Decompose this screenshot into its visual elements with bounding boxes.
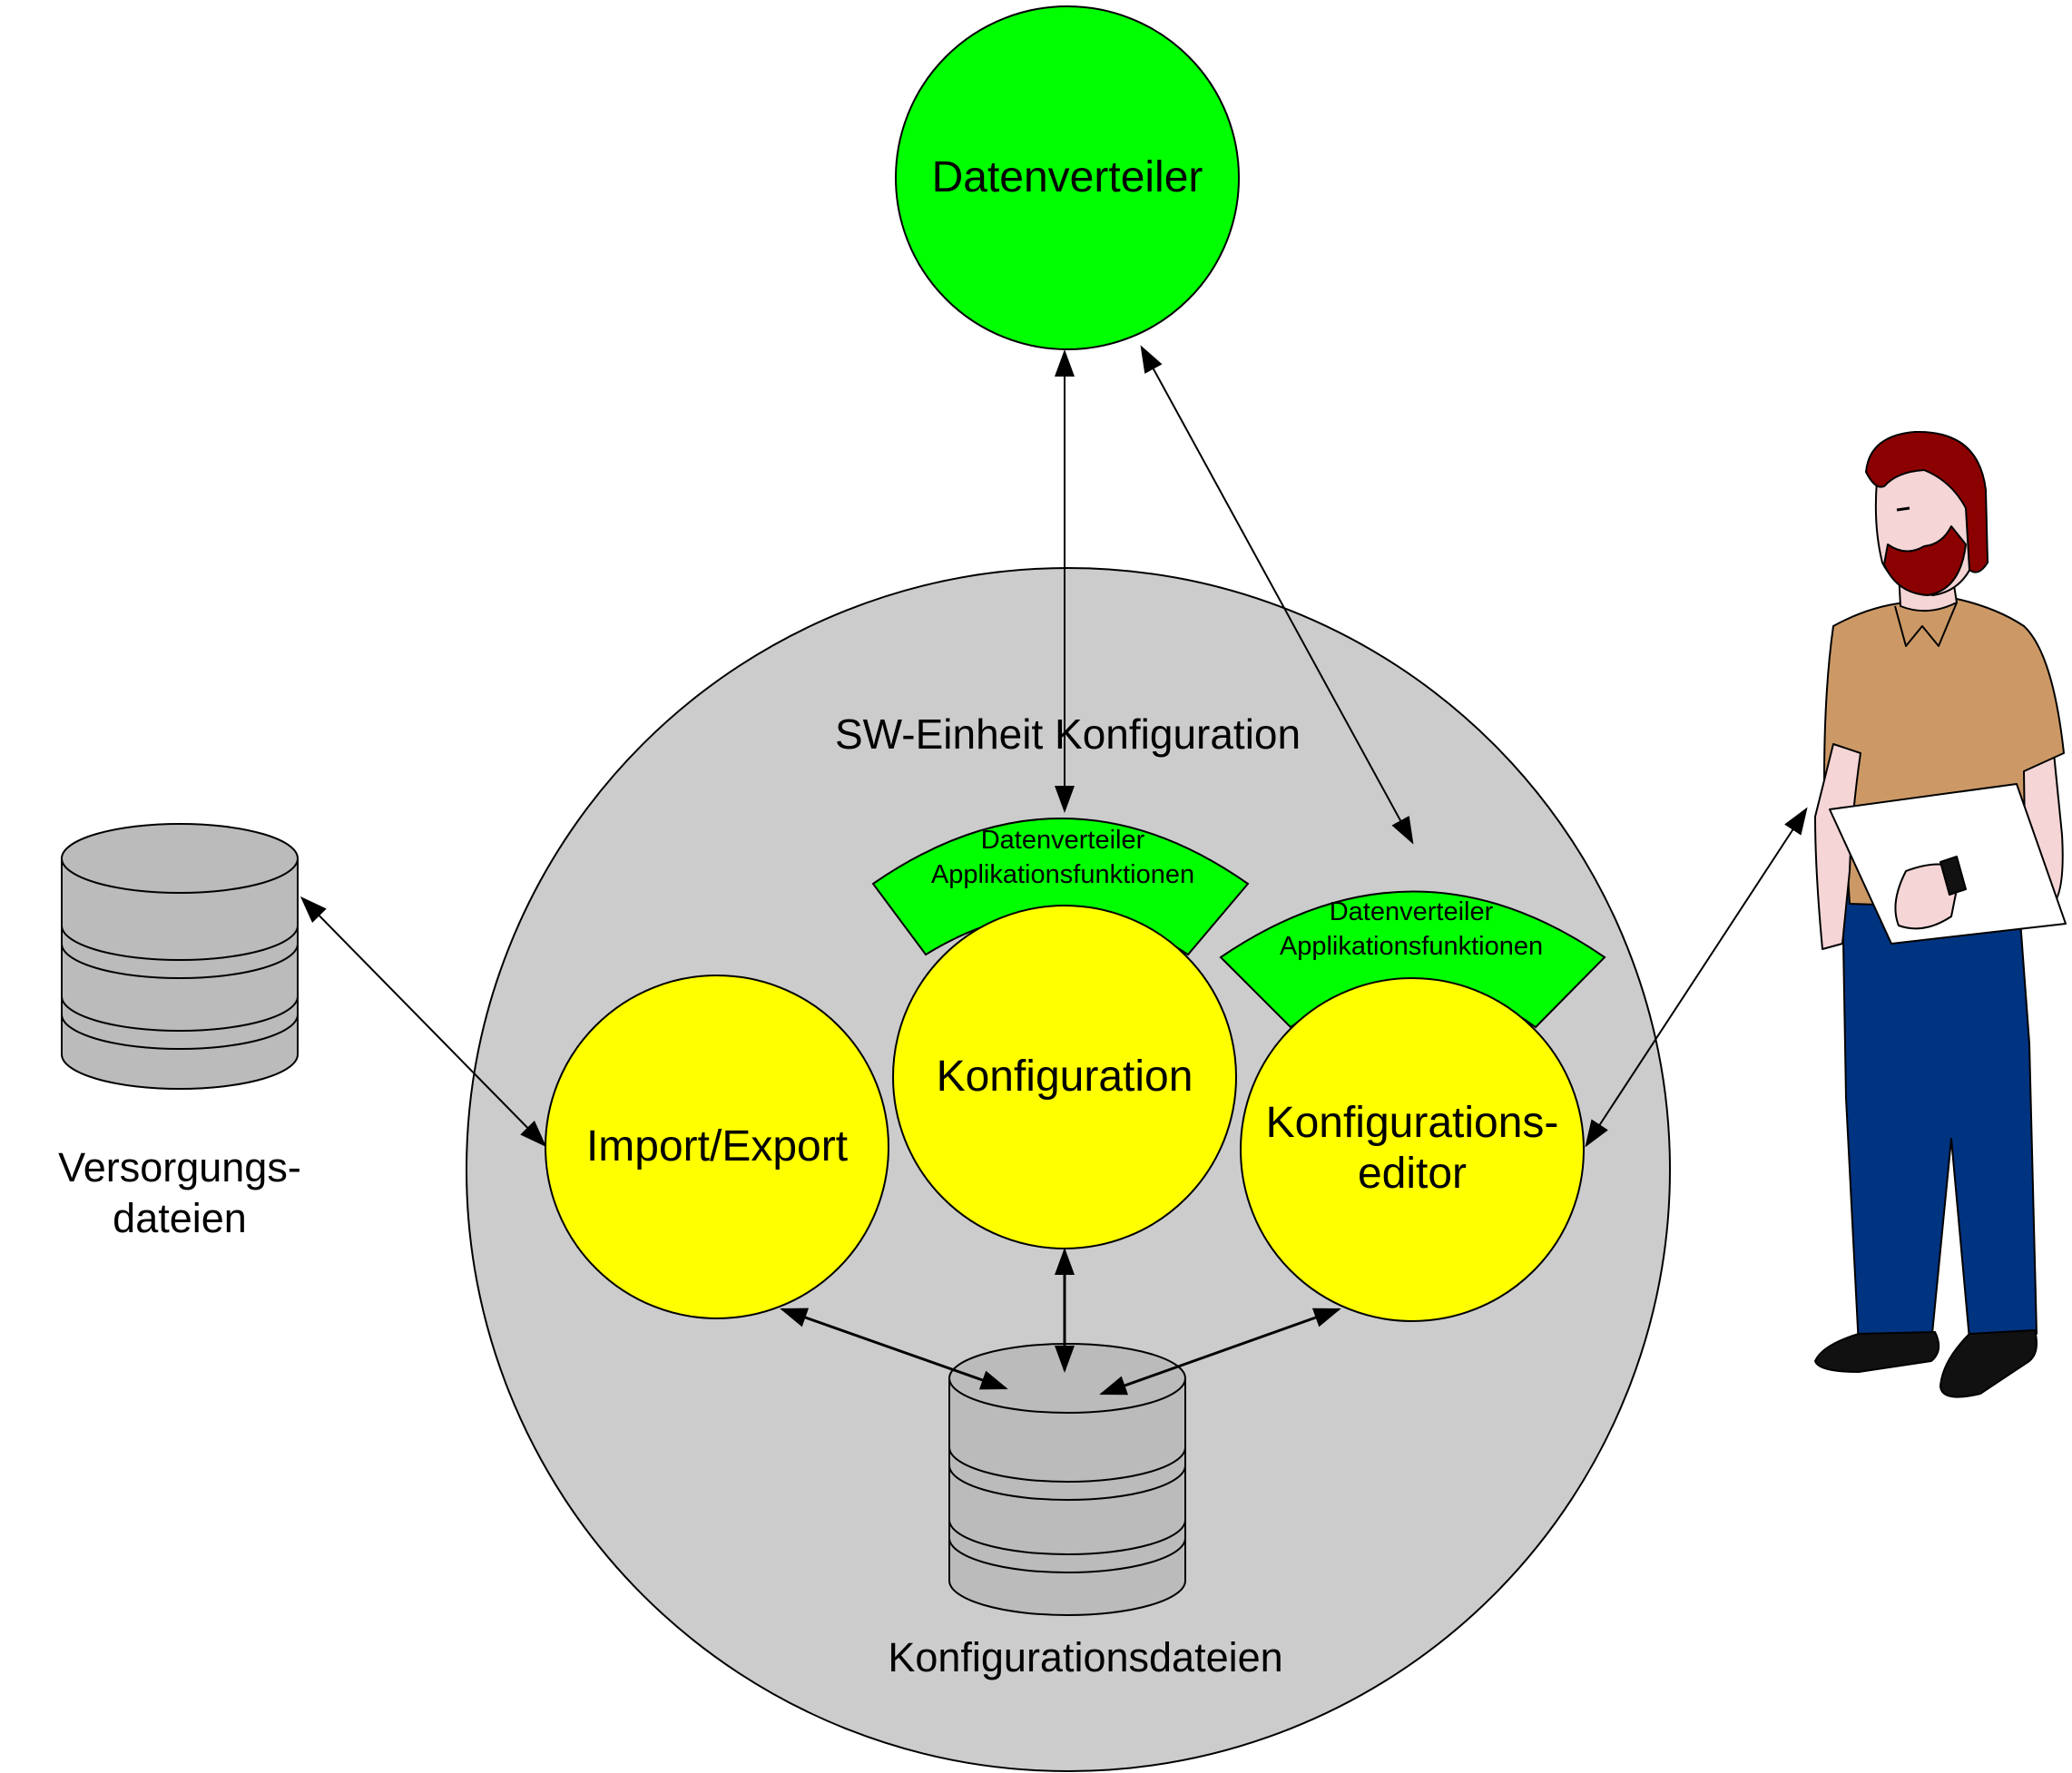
dav-functions-right-line2: Applikationsfunktionen — [1280, 932, 1543, 961]
arrow-versorgung-import — [300, 896, 547, 1148]
datenverteiler-label: Datenverteiler — [932, 153, 1203, 201]
editor-label-line2: editor — [1358, 1150, 1467, 1198]
import-export-node: Import/Export — [545, 975, 889, 1319]
editor-label-line1: Konfigurations- — [1266, 1099, 1559, 1147]
user-person-icon — [1814, 430, 2067, 1398]
dav-functions-center-line2: Applikationsfunktionen — [931, 860, 1194, 889]
sw-unit-label: SW-Einheit Konfiguration — [835, 710, 1301, 758]
datenverteiler-node: Datenverteiler — [895, 5, 1240, 350]
dav-functions-segment-right: Datenverteiler Applikationsfunktionen — [1219, 890, 1606, 1029]
versorgungsdateien-label-line2: dateien — [113, 1195, 247, 1241]
editor-node: Konfigurations- editor — [1240, 977, 1585, 1322]
konfigurationsdateien-label: Konfigurationsdateien — [888, 1634, 1282, 1680]
arrow-user-editor — [1585, 807, 1808, 1148]
konfiguration-node: Konfiguration — [892, 905, 1237, 1249]
dav-functions-right-line1: Datenverteiler — [1330, 897, 1494, 926]
versorgungsdateien-label-line1: Versorgungs- — [58, 1144, 301, 1190]
arrow-editor-konfigdateien — [1099, 1308, 1341, 1396]
konfigurationsdateien-database-icon — [948, 1343, 1186, 1616]
dav-functions-center-line1: Datenverteiler — [981, 826, 1145, 855]
arrow-datenverteiler-editor — [1140, 345, 1414, 845]
versorgungsdateien-database-icon — [61, 823, 299, 1090]
import-export-label: Import/Export — [586, 1122, 848, 1171]
konfiguration-label: Konfiguration — [937, 1053, 1193, 1101]
dav-functions-segment-center: Datenverteiler Applikationsfunktionen — [871, 818, 1250, 956]
arrow-import-konfigdateien — [780, 1308, 1008, 1390]
